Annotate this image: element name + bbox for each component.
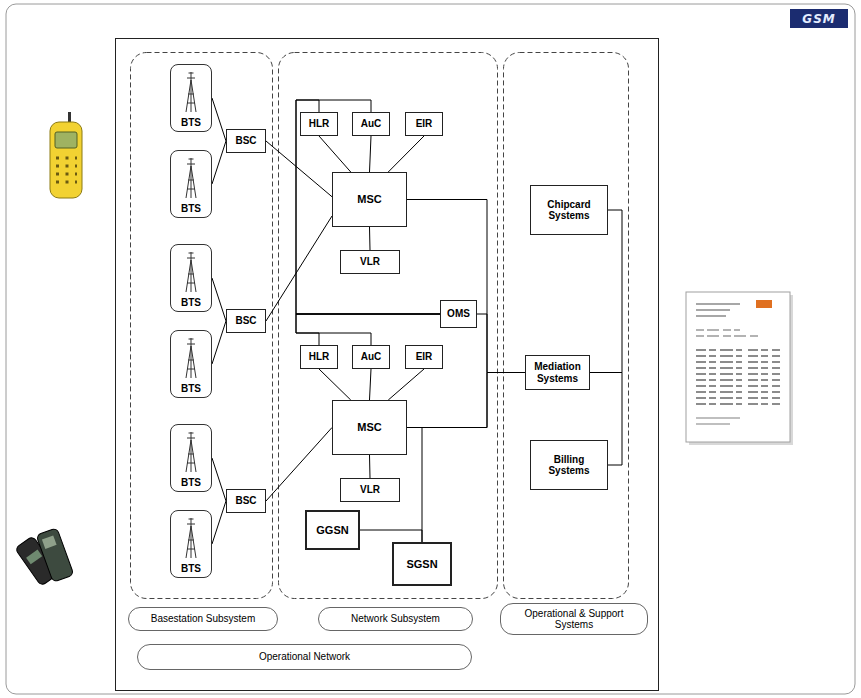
bsc-box: BSC [226, 309, 266, 333]
node-text: Operational Network [138, 651, 471, 663]
node-text: HLR [301, 351, 337, 363]
node-text: BTS [171, 383, 211, 395]
connector-line [266, 428, 332, 502]
node-text: VLR [341, 484, 399, 496]
node-text: GGSN [307, 524, 358, 537]
subsystem-regions [131, 53, 629, 599]
connector-line [212, 141, 226, 184]
connector-line [212, 458, 226, 501]
network-frame [116, 39, 659, 691]
connector-line [388, 136, 424, 172]
group-label-pill: Basestation Subsystem [128, 607, 278, 631]
connector-line [407, 373, 525, 428]
group-label-pill: Operational & Support Systems [500, 603, 648, 635]
node-text: MSC [333, 193, 406, 206]
node-text: BTS [171, 117, 211, 129]
connector-line [296, 314, 440, 345]
connector-line [319, 369, 351, 400]
node-text: EIR [406, 351, 442, 363]
connector-line [212, 278, 226, 321]
connector-line [296, 314, 440, 345]
node-text: BTS [171, 563, 211, 575]
connector-line [477, 314, 525, 373]
node-text: AuC [353, 351, 389, 363]
register-box: HLR [300, 345, 338, 369]
system-box: Billing Systems [530, 440, 608, 490]
system-box: Chipcard Systems [530, 185, 608, 235]
connector-line [422, 373, 525, 543]
node-text: Billing Systems [531, 454, 607, 477]
register-box: AuC [352, 345, 390, 369]
connector-line [319, 136, 351, 172]
gprs-node-box: GGSN [305, 510, 360, 550]
node-text: BSC [227, 495, 265, 507]
connector-line [369, 227, 371, 250]
connector-line [388, 369, 424, 400]
bts-station: BTS [170, 64, 212, 132]
node-text: Chipcard Systems [531, 199, 607, 222]
connector-line [360, 530, 422, 542]
connector-line [212, 98, 226, 141]
slide-frame [6, 4, 855, 694]
bsc-box: BSC [226, 129, 266, 153]
bts-station: BTS [170, 510, 212, 578]
node-text: Operational & Support Systems [501, 608, 647, 631]
node-text: BSC [227, 315, 265, 327]
group-label-pill: Operational Network [137, 644, 472, 670]
logo-badge [790, 9, 848, 28]
register-box: EIR [405, 112, 443, 136]
connector-line [266, 141, 332, 197]
node-text: Mediation Systems [526, 361, 589, 384]
msc-box: MSC [332, 172, 407, 227]
bts-station: BTS [170, 150, 212, 218]
mobile-phones-dark [15, 528, 74, 586]
bts-station: BTS [170, 244, 212, 312]
register-box: EIR [405, 345, 443, 369]
node-text: BTS [171, 297, 211, 309]
connector-line [212, 501, 226, 544]
connector-line [370, 136, 372, 172]
node-text: BTS [171, 477, 211, 489]
node-text: Network Subsystem [319, 613, 472, 625]
node-text: AuC [353, 118, 389, 130]
bill-document [686, 292, 793, 445]
node-text: OMS [441, 308, 476, 320]
register-box: VLR [340, 250, 400, 274]
bts-station: BTS [170, 424, 212, 492]
gprs-node-box: SGSN [392, 542, 452, 586]
node-text: HLR [301, 118, 337, 130]
node-text: VLR [341, 256, 399, 268]
msc-box: MSC [332, 400, 407, 455]
logo-text: GSM [790, 9, 848, 28]
node-text: MSC [333, 421, 406, 434]
node-text: Basestation Subsystem [129, 613, 277, 625]
system-box: Mediation Systems [525, 355, 590, 390]
node-text: BTS [171, 203, 211, 215]
mobile-phone-yellow [50, 112, 82, 198]
connector-line [212, 321, 226, 364]
connector-line [369, 455, 371, 478]
group-label-pill: Network Subsystem [318, 607, 473, 631]
bts-station: BTS [170, 330, 212, 398]
node-text: EIR [406, 118, 442, 130]
bsc-box: BSC [226, 489, 266, 513]
connector-line [266, 216, 332, 321]
register-box: AuC [352, 112, 390, 136]
connector-line [370, 369, 372, 400]
node-text: BSC [227, 135, 265, 147]
oms-box: OMS [440, 300, 477, 328]
register-box: VLR [340, 478, 400, 502]
node-text: SGSN [394, 558, 450, 571]
register-box: HLR [300, 112, 338, 136]
